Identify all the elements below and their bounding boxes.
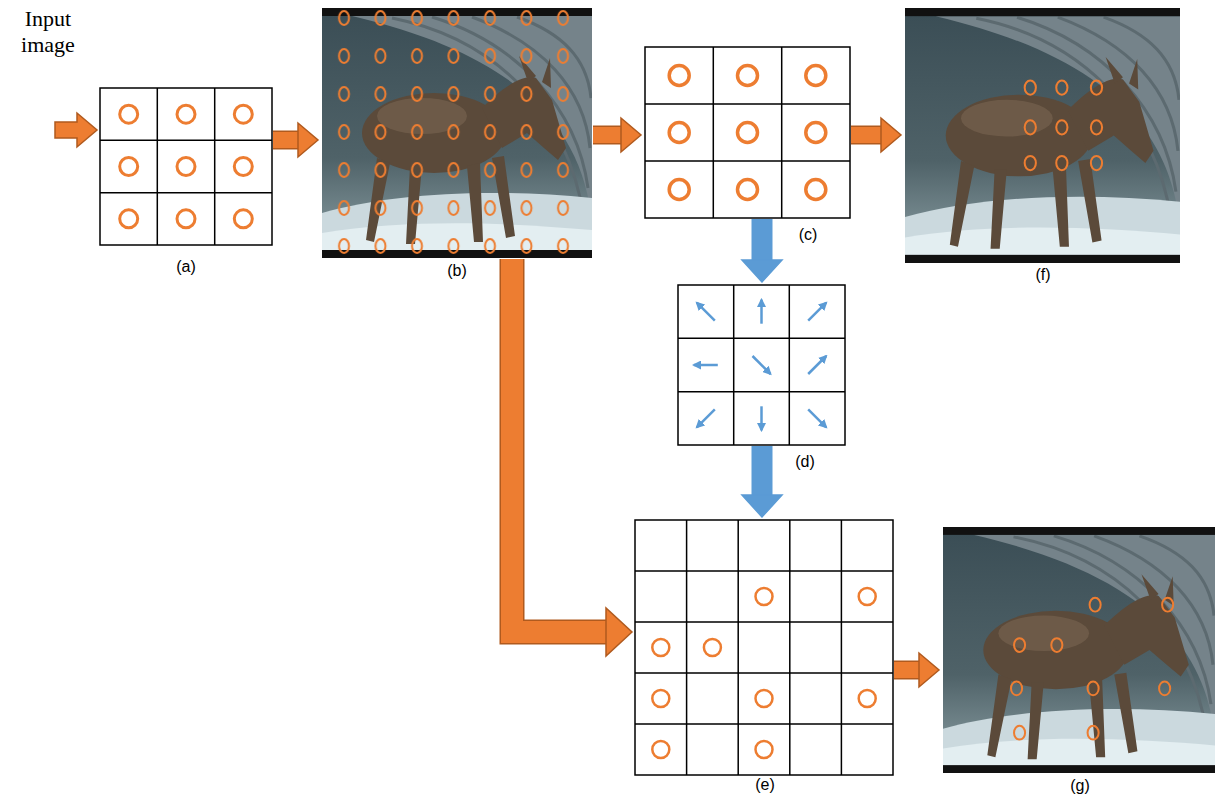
- moose-photo: [905, 8, 1180, 263]
- moose-photo: [943, 527, 1215, 773]
- panel-label: (b): [447, 262, 467, 280]
- flow-arrow: [273, 123, 318, 157]
- photo-panel: (g): [943, 527, 1215, 773]
- moose-photo: [322, 8, 592, 258]
- grid-a-art: [100, 88, 272, 245]
- panel-label: (e): [755, 776, 775, 794]
- input-label: Input image: [2, 6, 94, 58]
- grid-d-art: [678, 285, 845, 445]
- flow-arrow: [593, 118, 641, 152]
- flow-arrow: [742, 446, 782, 517]
- photo-panel: (f): [905, 8, 1180, 263]
- flow-arrow: [742, 219, 782, 282]
- panel-label: (a): [176, 258, 196, 276]
- flow-arrow: [894, 653, 939, 687]
- grid-panel: (a): [100, 88, 272, 245]
- panel-label: (f): [1035, 266, 1050, 284]
- panel-label: (c): [799, 226, 818, 244]
- grid-panel: (d): [678, 285, 845, 445]
- input-arrow: [55, 113, 97, 147]
- grid-c-art: [645, 47, 850, 218]
- panel-label: (d): [795, 453, 815, 471]
- panel-label: (g): [1070, 777, 1090, 795]
- grid-e-art: [635, 520, 893, 775]
- flow-arrow: [512, 259, 632, 656]
- grid-panel: (e): [635, 520, 893, 775]
- grid-panel: (c): [645, 47, 850, 218]
- flow-arrow: [851, 118, 901, 152]
- photo-panel: (b): [322, 8, 592, 258]
